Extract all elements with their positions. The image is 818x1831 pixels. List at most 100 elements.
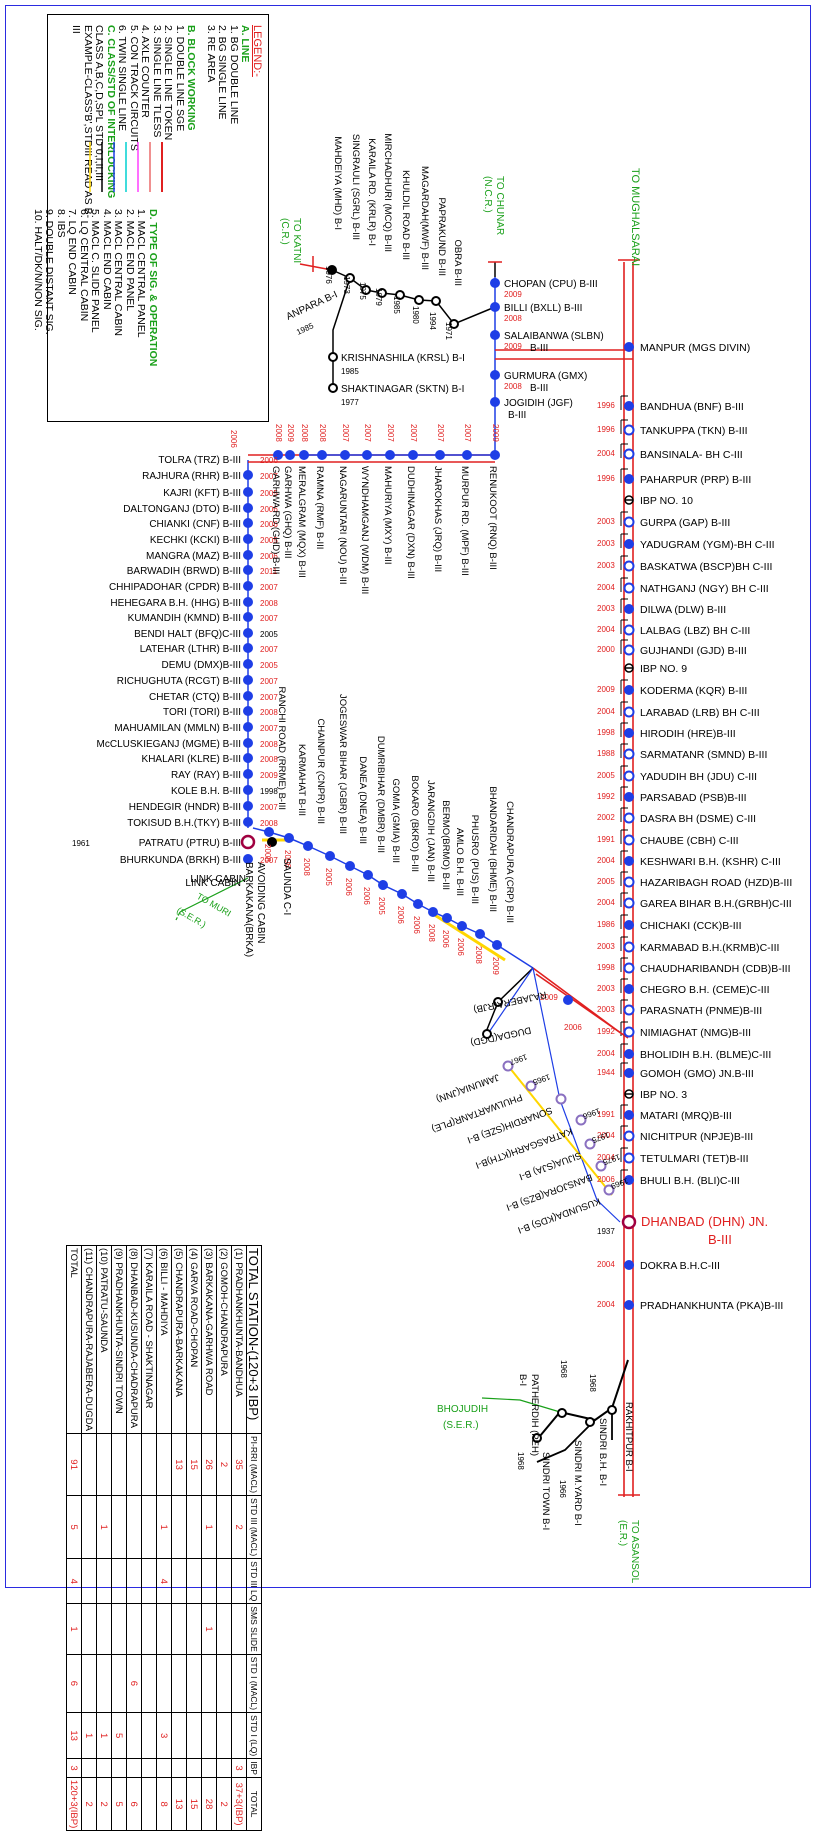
station-label: MURPUR RD. (MPF) B-III (459, 466, 470, 576)
station-label: DILWA (DLW) B-III (640, 604, 726, 616)
station-label: SINDRI M.YARD B-I (572, 1440, 583, 1526)
commission-year: 2004 (597, 583, 615, 592)
station-marker (490, 370, 500, 380)
station-label: KARAILA RD. (KRLR) B-I (366, 138, 377, 246)
commission-year: 1996 (597, 474, 615, 483)
station-label: LINK CABIN (190, 874, 246, 885)
station-label: CHAINPUR (CNPR) B-III (315, 718, 326, 824)
commission-year: 1998 (260, 787, 278, 796)
direction-label-muri-rly: (S.E.R.) (175, 905, 208, 930)
commission-year: 2007 (386, 424, 395, 442)
commission-year: 1968 (559, 1360, 568, 1378)
commission-year: 2003 (597, 1005, 615, 1014)
table-cell: 4 (156, 1558, 172, 1604)
commission-year: 2003 (597, 604, 615, 613)
station-label: WYNDHAMGANJ (WDM) B-III (359, 466, 370, 594)
commission-year: 1979 (374, 288, 383, 306)
commission-year: 2007 (260, 693, 278, 702)
commission-year: 2007 (260, 472, 278, 481)
station-label: IBP NO. 10 (640, 495, 693, 507)
legend-type-item: 9. DOUBLE DISTANT SIG. (43, 209, 56, 335)
commission-year: 2004 (597, 1049, 615, 1058)
legend-type-item: 3. MACL CENTRAL CABIN (112, 209, 125, 336)
station-marker (243, 785, 253, 795)
station-label: PATRATU (PTRU) B-III (139, 838, 241, 849)
dhanbad-class: B-III (708, 1232, 732, 1247)
station-marker (363, 870, 373, 880)
commission-year: 2007 (363, 424, 372, 442)
station-marker (243, 643, 253, 653)
station-label: DEMU (DMX)B-III (162, 660, 241, 671)
table-row-name: (8) DHANBAD-KUSUNDA-CHADRAPURA (126, 1245, 142, 1434)
station-label: RAY (RAY) B-III (171, 770, 241, 781)
station-label: MAHUAMILAN (MMLN) B-III (114, 723, 241, 734)
table-cell: 5 (111, 1777, 127, 1831)
commission-year: 2005 (324, 868, 333, 886)
twin-single-line (504, 1061, 613, 1196)
commission-year: 2009 (540, 993, 558, 1002)
station-label: SINDRI B.H. B-I (597, 1418, 608, 1486)
station-marker (623, 582, 635, 594)
station-label: MANPUR (MGS DIVIN) (640, 342, 750, 354)
legend-type-item: 8. IBS (55, 209, 67, 238)
commission-year: 2006 (344, 878, 353, 896)
station-marker (482, 1029, 492, 1039)
table-cell: 8 (156, 1777, 172, 1831)
station-label: JARANGDIH (JAN) B-III (425, 780, 436, 882)
station-label: KESHWARI B.H. (KSHR) C-III (640, 856, 781, 868)
commission-year: 1968 (588, 1374, 597, 1392)
station-label: McCLUSKIEGANJ (MGME) B-III (97, 739, 241, 750)
commission-year: 2004 (597, 1300, 615, 1309)
direction-label-asansol: TO ASANSOL (629, 1520, 640, 1584)
commission-year: 2004 (597, 625, 615, 634)
table-cell: 1 (81, 1712, 97, 1759)
station-marker (623, 876, 635, 888)
commission-year: 2008 (474, 946, 483, 964)
station-marker (490, 330, 500, 340)
commission-year: 2006 (260, 505, 278, 514)
station-marker (449, 319, 459, 329)
table-cell (81, 1654, 97, 1713)
station-marker (624, 685, 634, 695)
table-row-name: (5) CHANDRAPURA-BARKAKANA (171, 1245, 187, 1434)
direction-label-asansol-rly: (E.R.) (617, 1520, 628, 1546)
station-label: B-III (530, 383, 548, 394)
table-cell (141, 1777, 157, 1831)
station-marker (623, 748, 635, 760)
table-cell: 26 (201, 1433, 217, 1496)
station-marker (457, 921, 467, 931)
station-marker (555, 1093, 567, 1105)
commission-year: 2006 (412, 916, 421, 934)
station-marker (328, 352, 338, 362)
station-label: KECHKI (KCKI) B-III (150, 535, 241, 546)
station-label: YADUDIH BH (JDU) C-III (640, 771, 757, 783)
commission-year: 2004 (597, 1260, 615, 1269)
station-label: RAKHITPUR B-I (623, 1402, 634, 1472)
station-marker (490, 278, 500, 288)
station-label: DOKRA B.H.C-III (640, 1260, 720, 1272)
table-cell (141, 1654, 157, 1713)
station-marker (385, 450, 395, 460)
table-cell (156, 1758, 172, 1778)
station-marker (490, 302, 500, 312)
table-cell: 5 (111, 1712, 127, 1759)
station-label: HAZARIBAGH ROAD (HZD)B-III (640, 877, 792, 889)
station-label: LATEHAR (LTHR) B-III (140, 644, 241, 655)
table-cell: 37+3(IBP) (231, 1777, 247, 1831)
commission-year: 2008 (318, 424, 327, 442)
commission-year: 2003 (597, 517, 615, 526)
legend-symbols (89, 142, 163, 192)
legend-type-heading: D. TYPE OF SIG. & OPERATION (147, 209, 159, 367)
direction-label-katni: TO KATNI (291, 218, 302, 263)
station-marker (414, 295, 424, 305)
station-label: TANKUPPA (TKN) B-III (640, 425, 748, 437)
station-marker (243, 550, 253, 560)
station-label: SHAKTINAGAR (SKTN) B-I (341, 384, 464, 395)
commission-year: 2007 (341, 424, 350, 442)
commission-year: 2005 (597, 877, 615, 886)
commission-year: 2006 (260, 456, 278, 465)
station-label: MAHDEIYA (MHD) B-I (332, 136, 343, 230)
station-marker (490, 450, 500, 460)
station-marker (317, 450, 327, 460)
